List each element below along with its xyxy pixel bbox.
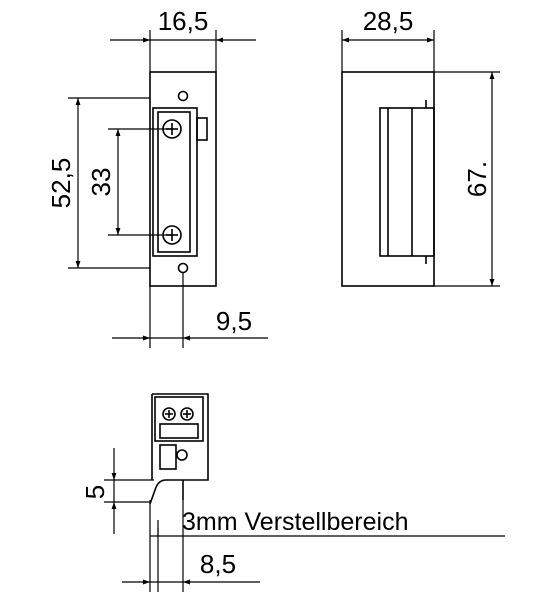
- front-dimensions: [68, 30, 268, 348]
- bottom-terminal-base: [159, 423, 199, 439]
- bottom-hole: [176, 449, 188, 461]
- bottom-offset-label: 8,5: [200, 549, 236, 579]
- front-body-inner: [157, 111, 191, 253]
- front-height-label: 52,5: [46, 158, 76, 209]
- side-height-label: 67.: [462, 161, 492, 197]
- front-screw-spacing-label: 33: [86, 168, 116, 197]
- bottom-view: [149, 393, 209, 505]
- front-body: [152, 107, 198, 257]
- bottom-terminal-screw-right: [180, 407, 194, 421]
- front-latch: [196, 117, 208, 141]
- bottom-dimensions: [104, 448, 505, 592]
- front-offset-label: 9,5: [216, 306, 252, 336]
- bottom-adjustment-label: 3mm Verstellbereich: [182, 508, 408, 536]
- side-view: [341, 71, 435, 287]
- bottom-terminal-block: [154, 396, 204, 442]
- front-view: [149, 71, 217, 287]
- front-width-label: 16,5: [158, 6, 209, 36]
- side-width-label: 28,5: [363, 6, 414, 36]
- bottom-housing: [149, 393, 209, 505]
- front-bottom-hole: [177, 262, 189, 274]
- front-top-hole: [177, 90, 189, 102]
- side-dimensions: [341, 30, 500, 287]
- bottom-terminal-screw-left: [162, 407, 176, 421]
- bottom-depth-label: 5: [80, 485, 110, 499]
- front-faceplate: [149, 71, 217, 287]
- bottom-latch: [159, 444, 177, 470]
- side-latch-outer: [379, 107, 435, 257]
